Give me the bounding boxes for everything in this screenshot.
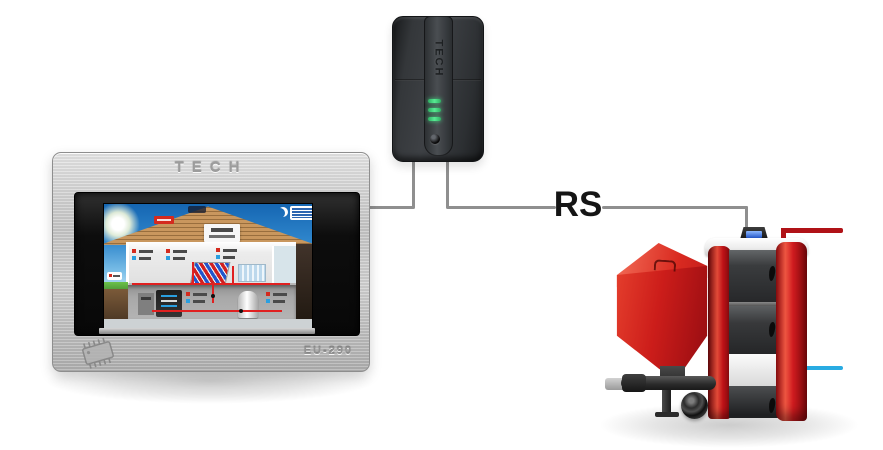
feeder-motor-wheel-icon (681, 392, 708, 419)
wire-rs-drop-to-boiler (745, 206, 748, 232)
feeder-collar (622, 374, 646, 392)
floor-heating-panel (189, 262, 231, 285)
basement-readout-right (266, 291, 292, 305)
feeder-support-leg (662, 390, 671, 414)
screen-right-room (272, 246, 296, 283)
module-brand-logo: TECH (432, 39, 445, 78)
screen-red-logo (154, 216, 174, 224)
panel-touchscreen[interactable] (103, 203, 313, 329)
module-center-strip: TECH (424, 16, 453, 156)
radiator-icon (238, 264, 266, 282)
moon-icon (278, 207, 288, 217)
panel-brand-logo: TECH (174, 159, 248, 176)
screen-bottom-trim (99, 328, 315, 334)
boiler-right-red-pillar (776, 242, 807, 421)
screen-grass (104, 282, 128, 290)
boiler-white-band (729, 354, 783, 386)
temp-readout-mid (166, 248, 192, 262)
hopper-lid-handle-icon (653, 259, 677, 272)
outdoor-temp-readout (107, 272, 122, 280)
hot-water-cylinder (238, 291, 258, 318)
feeder-end-cap (605, 378, 625, 390)
chip-icon (82, 337, 114, 369)
valve-icon-1 (211, 294, 215, 298)
boiler-controller-screen (746, 231, 762, 238)
basement-cabinet (138, 293, 154, 315)
led-indicator-1 (428, 99, 441, 103)
panel-model-label: EU-290 (303, 345, 353, 357)
wire-module-to-panel-vertical (412, 156, 415, 208)
boiler-door-seam (729, 302, 783, 306)
screen-pipe-vertical-3 (212, 283, 214, 303)
rs-connection-label: RS (553, 185, 603, 224)
wire-rs-right-segment (602, 206, 748, 209)
wire-rs-left-segment (446, 206, 556, 209)
wire-module-to-rs-vertical (446, 156, 449, 208)
screen-pipe-vertical-2 (232, 266, 234, 284)
temp-readout-right (216, 247, 242, 261)
screen-right-ground (296, 244, 312, 320)
fuel-hopper (614, 240, 711, 392)
screen-roof-banner (204, 224, 240, 242)
touch-control-panel: TECH (52, 152, 370, 372)
screen-pipe-basement (152, 310, 282, 312)
boiler-front (729, 250, 783, 418)
screen-tech-badge (290, 206, 312, 220)
hot-water-pipe-vertical (781, 228, 786, 245)
rs-communication-module: TECH (392, 16, 484, 162)
wire-module-to-panel-horizontal (366, 206, 415, 209)
screen-soil (104, 289, 128, 319)
boiler-left-red-pillar (708, 246, 731, 419)
pellet-boiler-assembly (605, 222, 857, 428)
feeder-foot-plate (655, 412, 679, 417)
hot-water-pipe-horizontal (781, 228, 843, 233)
led-indicator-2 (428, 108, 441, 112)
screen-status-icons (188, 206, 206, 213)
basement-boiler-unit (156, 290, 182, 317)
screen-upper-floor (126, 242, 296, 285)
valve-icon-2 (239, 309, 243, 313)
screen-sidewalk (104, 319, 312, 328)
temp-readout-left (132, 248, 158, 262)
boiler-door-top (729, 250, 783, 302)
screen-pipe-vertical-1 (192, 262, 194, 284)
cold-water-pipe (801, 366, 843, 370)
screen-pipe-horizontal (132, 283, 290, 285)
screen-basement (126, 285, 296, 319)
module-jack-hole-icon (430, 134, 440, 144)
led-indicator-3 (428, 117, 441, 121)
basement-readout-left (186, 291, 212, 305)
